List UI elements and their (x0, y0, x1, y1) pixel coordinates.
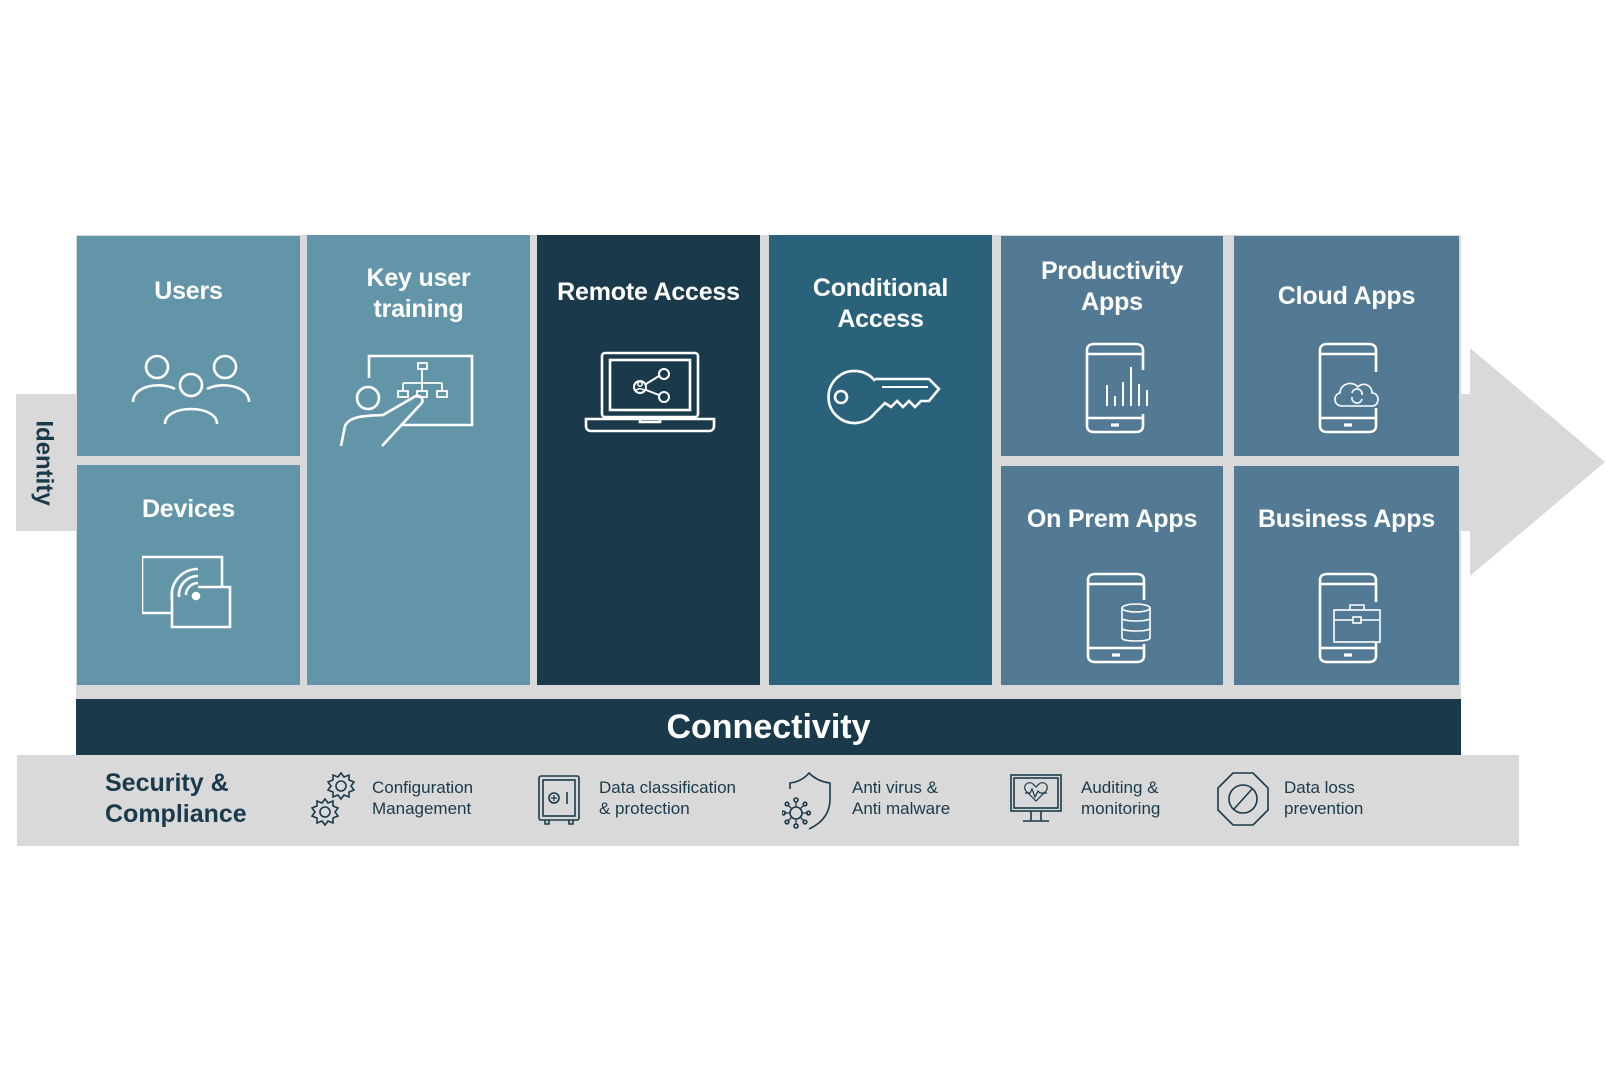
tile-conditional-access[interactable]: Conditional Access (769, 235, 992, 685)
monitor-heartbeat-icon (1010, 774, 1062, 822)
connectivity-bar: Connectivity (76, 699, 1461, 755)
security-title-line: Compliance (105, 800, 247, 828)
security-item-text: Anti virus & Anti malware (852, 777, 950, 819)
tile-title-line: Access (837, 305, 924, 333)
identity-arrow-icon (1470, 348, 1605, 576)
security-item-line: Data classification (599, 778, 737, 797)
octagon-prohibited-icon (1217, 772, 1269, 826)
shield-virus-icon (782, 771, 831, 830)
security-item-line: Management (372, 799, 472, 818)
tile-title: On Prem Apps (1026, 505, 1198, 533)
security-item-line: monitoring (1081, 799, 1161, 818)
laptop-share-icon (584, 351, 716, 433)
security-compliance-bar: Security & Compliance Configuration Mana… (17, 755, 1519, 846)
devices-cast-icon (142, 555, 232, 629)
security-item-text: Auditing & monitoring (1081, 777, 1160, 819)
gears-icon (310, 771, 356, 827)
security-title-line: Security & (105, 769, 229, 797)
tile-title: Key user training (307, 263, 530, 325)
security-item-text: Data loss prevention (1284, 777, 1363, 819)
phone-briefcase-icon (1318, 572, 1381, 664)
security-item-text: Configuration Management (372, 777, 473, 819)
tile-users[interactable]: Users (77, 236, 300, 456)
tiles-backdrop (76, 235, 1461, 699)
tile-business-apps[interactable]: Business Apps (1234, 466, 1459, 685)
tile-productivity-apps[interactable]: Productivity Apps (1001, 236, 1223, 456)
phone-cloud-sync-icon (1318, 342, 1379, 434)
presentation-icon (339, 354, 474, 447)
safe-icon (538, 775, 580, 825)
tile-title-line: training (373, 295, 464, 323)
tile-remote-access[interactable]: Remote Access (537, 235, 760, 685)
security-item-line: Configuration (372, 778, 474, 797)
tile-title-line: Key user (366, 264, 471, 292)
users-icon (131, 354, 251, 425)
tile-title: Remote Access (557, 278, 740, 306)
tile-title-line: Apps (1081, 288, 1143, 316)
tile-on-prem-apps[interactable]: On Prem Apps (1001, 466, 1223, 685)
tile-title: Business Apps (1257, 505, 1436, 533)
security-item-line: Anti virus & (852, 778, 938, 797)
tile-title-line: Productivity (1040, 257, 1184, 285)
security-item-line: Anti malware (852, 799, 951, 818)
security-item-line: Data loss (1284, 778, 1355, 797)
tile-title-line: Conditional (812, 274, 949, 302)
tile-title: Users (154, 277, 223, 305)
tile-title: Devices (141, 495, 236, 523)
tile-title: Conditional Access (769, 273, 992, 335)
security-item-line: prevention (1284, 799, 1364, 818)
security-title: Security & Compliance (105, 768, 247, 830)
tile-cloud-apps[interactable]: Cloud Apps (1234, 236, 1459, 456)
identity-text: Identity (31, 419, 58, 506)
tile-title: Productivity Apps (1001, 256, 1223, 318)
security-item-line: Auditing & (1081, 778, 1159, 797)
identity-label: Identity (16, 394, 72, 531)
tile-key-user-training[interactable]: Key user training (307, 235, 530, 685)
connectivity-label: Connectivity (666, 707, 871, 746)
tile-title: Cloud Apps (1277, 282, 1416, 310)
key-icon (827, 369, 941, 425)
phone-database-icon (1086, 572, 1151, 664)
security-item-text: Data classification & protection (599, 777, 736, 819)
phone-chart-icon (1085, 342, 1148, 434)
security-item-line: & protection (599, 799, 690, 818)
tile-devices[interactable]: Devices (77, 465, 300, 685)
